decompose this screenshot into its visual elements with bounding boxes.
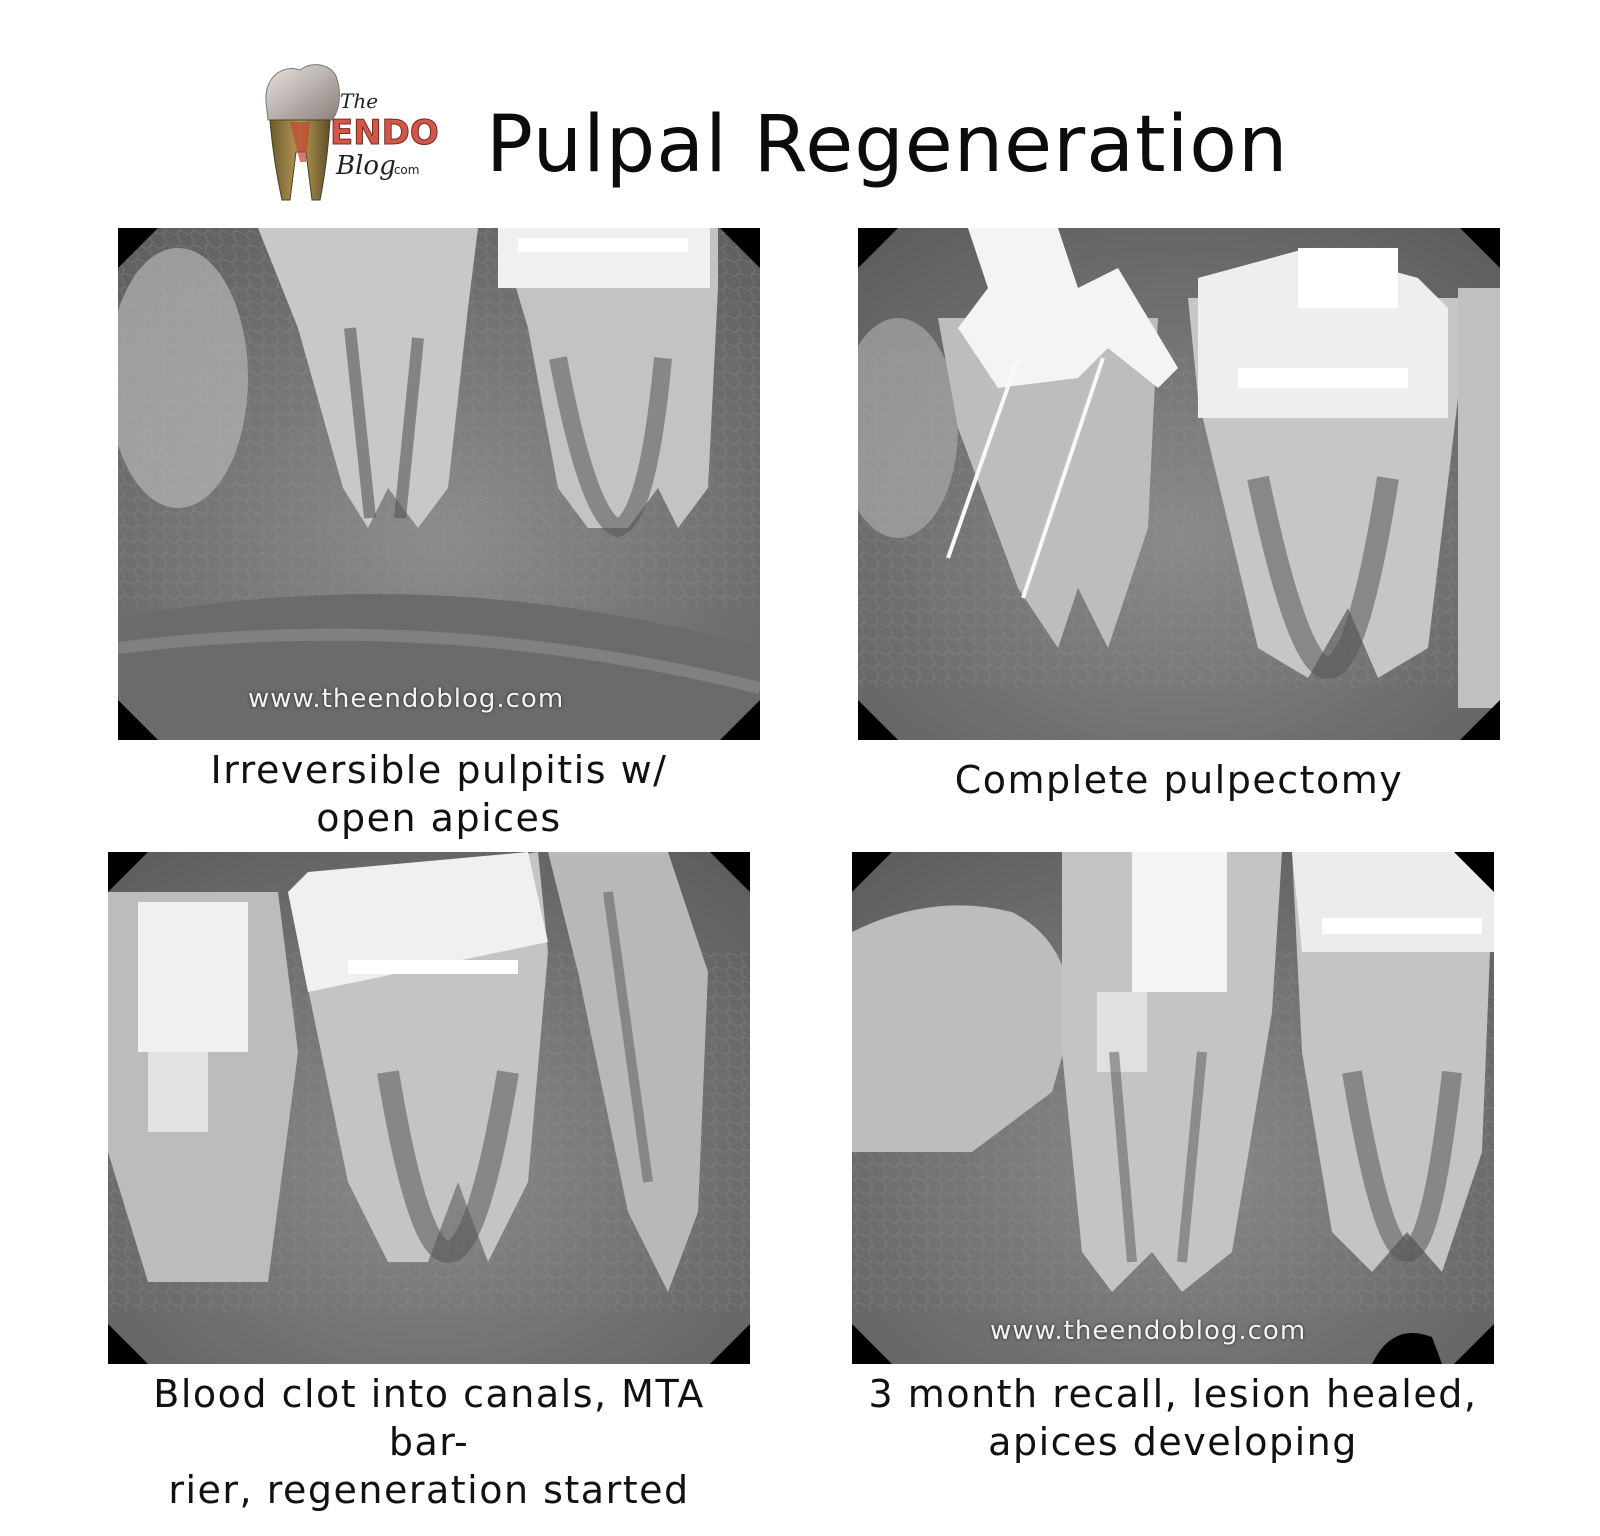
xray-complete-pulpectomy [858, 228, 1500, 740]
svg-text:The: The [340, 89, 378, 113]
header: The ENDO Blog .com Pulpal Regeneration [262, 62, 1302, 212]
svg-text:Blog: Blog [335, 151, 396, 181]
caption-panel-4: 3 month recall, lesion healed, apices de… [852, 1370, 1494, 1466]
caption-line: 3 month recall, lesion healed, [868, 1372, 1478, 1416]
caption-line: rier, regeneration started [168, 1468, 690, 1512]
watermark: www.theendoblog.com [990, 1316, 1307, 1346]
endo-blog-logo: The ENDO Blog .com [262, 62, 462, 212]
caption-line: Complete pulpectomy [954, 758, 1404, 802]
caption-line: apices developing [988, 1420, 1358, 1464]
caption-panel-1: Irreversible pulpitis w/ open apices [118, 746, 760, 842]
xray-3-month-recall: www.theendoblog.com [852, 852, 1494, 1364]
page-title: Pulpal Regeneration [486, 100, 1289, 190]
caption-line: Irreversible pulpitis w/ [210, 748, 668, 792]
caption-line: open apices [316, 796, 562, 840]
svg-text:.com: .com [390, 163, 419, 177]
xray-blood-clot-mta [108, 852, 750, 1364]
caption-panel-2: Complete pulpectomy [858, 756, 1500, 804]
caption-panel-3: Blood clot into canals, MTA bar- rier, r… [108, 1370, 750, 1514]
xray-irreversible-pulpitis: www.theendoblog.com [118, 228, 760, 740]
watermark: www.theendoblog.com [248, 684, 565, 714]
caption-line: Blood clot into canals, MTA bar- [153, 1372, 705, 1464]
svg-text:ENDO: ENDO [330, 113, 439, 153]
